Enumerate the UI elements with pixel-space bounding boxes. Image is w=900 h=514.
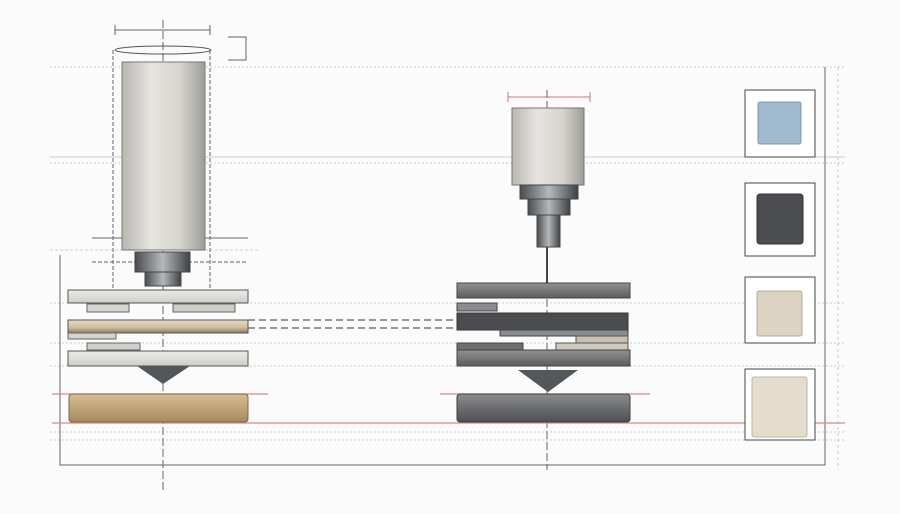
right-press-assembly — [456, 107, 631, 423]
left-concrete-cylinder — [121, 61, 206, 251]
material-swatches — [744, 89, 816, 441]
blue-stone-cube-icon — [757, 101, 802, 145]
left-sandstone-block — [68, 393, 249, 423]
left-press-assembly — [67, 45, 249, 423]
beige-limestone-cube-icon — [756, 290, 803, 337]
right-granite-block — [456, 393, 631, 423]
dark-granite-cube-icon — [756, 193, 804, 245]
right-cone-tip — [518, 370, 578, 392]
right-stone-cylinder — [511, 107, 585, 186]
cream-sandstone-cube-icon — [751, 376, 808, 438]
guide-lines — [50, 66, 845, 470]
left-cone-tip — [137, 366, 190, 384]
